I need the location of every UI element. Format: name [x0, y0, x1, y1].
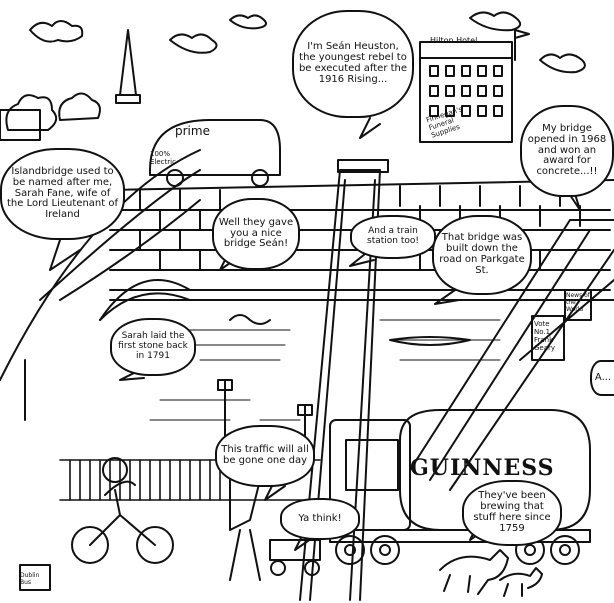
dog	[439, 549, 509, 595]
kiosk	[19, 564, 51, 591]
news-board-text: News of the World	[566, 292, 590, 313]
speech-bubble-nice-bridge: Well they gave you a nice bridge Seán!	[212, 198, 300, 270]
vote-sign-text: Vote No.1 Frank Geary	[534, 320, 556, 352]
speech-bubble-sean-heuston: I'm Seán Heuston, the youngest rebel to …	[292, 10, 414, 118]
trees-left	[0, 92, 101, 141]
speech-bubble-ya-think: Ya think!	[280, 498, 360, 540]
clouds	[29, 11, 586, 74]
person-with-pram	[229, 469, 321, 581]
speech-bubble-train-station: And a train station too!	[350, 215, 436, 259]
news-board	[564, 289, 592, 321]
kiosk-sign: Dublin Bus	[20, 572, 40, 586]
car-electric-label: 100% Electric	[150, 150, 176, 166]
speech-bubble-parkgate: That bridge was built down the road on P…	[432, 215, 532, 295]
speech-bubble-guinness-1759: They've been brewing that stuff here sin…	[462, 480, 562, 546]
guinness-logo-text: GUINNESS	[410, 455, 555, 481]
car-brand-label: prime	[175, 124, 210, 138]
cyclist	[71, 457, 174, 564]
swimmer	[229, 314, 271, 325]
speech-bubble-sarah-1791: Sarah laid the first stone back in 1791	[110, 318, 196, 376]
electric-car	[149, 119, 281, 187]
speech-bubble-bridge-1968: My bridge opened in 1968 and won an awar…	[520, 105, 614, 197]
hotel-building	[419, 29, 530, 143]
speech-bubble-partial-right: A...	[590, 360, 614, 396]
speech-bubble-sarah-fane: Islandbridge used to be named after me, …	[0, 148, 125, 240]
speech-bubble-traffic: This traffic will all be gone one day	[215, 425, 315, 487]
hotel-sign: Hilton Hotel	[430, 36, 478, 45]
river	[149, 319, 501, 421]
vote-sign	[531, 315, 565, 361]
obelisk	[115, 29, 141, 104]
canoe	[389, 336, 471, 346]
dog-small	[499, 567, 543, 597]
